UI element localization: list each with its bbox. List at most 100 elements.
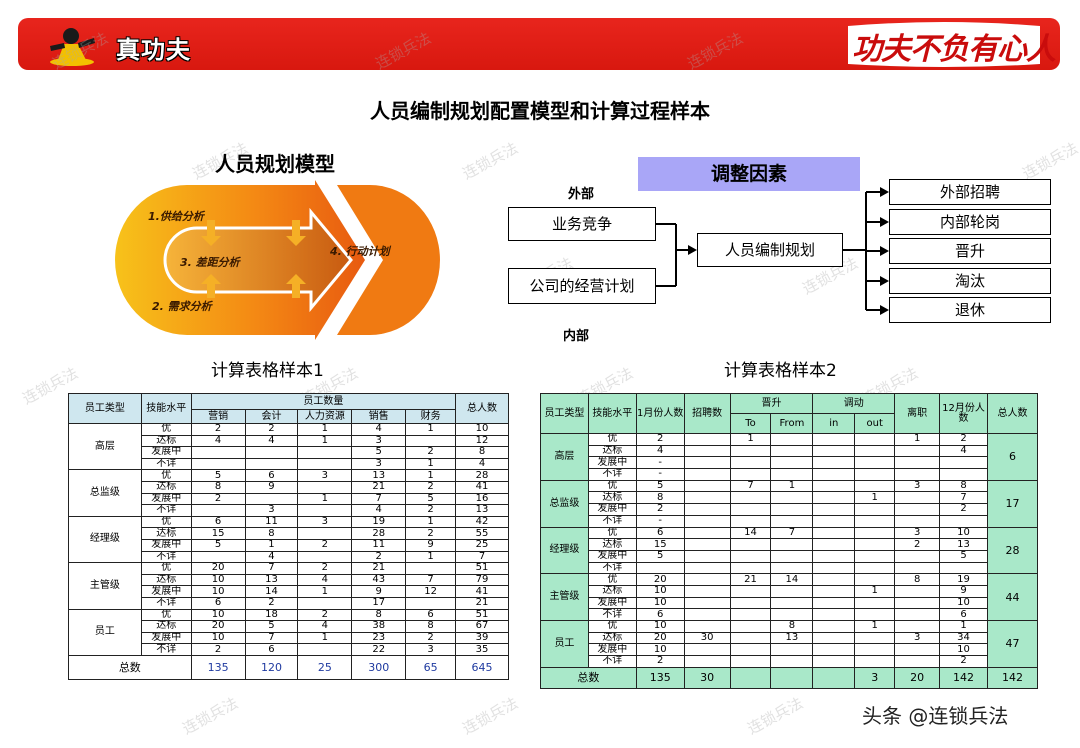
value-cell: 3	[297, 469, 353, 482]
group-total-cell: 47	[987, 620, 1038, 668]
value-cell	[297, 596, 353, 610]
value-cell: 8	[939, 479, 988, 493]
skill-level-cell: 不详	[140, 457, 192, 471]
value-cell	[812, 643, 856, 657]
input-business-competition: 业务竞争	[508, 207, 656, 241]
table2-caption: 计算表格样本2	[724, 361, 837, 381]
group-total-cell: 17	[987, 479, 1038, 528]
output-promotion: 晋升	[889, 238, 1051, 264]
col-header-in: in	[812, 413, 856, 434]
value-cell: -	[635, 456, 685, 470]
value-cell	[683, 479, 731, 493]
value-cell	[812, 596, 856, 610]
value-cell	[683, 514, 731, 528]
skill-level-cell: 发展中	[587, 456, 637, 470]
col-header-dec: 12月份人数	[939, 393, 988, 434]
value-cell: 7	[244, 562, 299, 575]
skill-level-cell: 达标	[140, 434, 192, 448]
value-cell: 9	[351, 585, 407, 598]
value-cell: 19	[351, 515, 407, 529]
value-cell: 2	[405, 504, 457, 517]
watermark: 连锁兵法	[1019, 138, 1080, 183]
value-cell: 3	[894, 631, 941, 645]
value-cell: 1	[729, 433, 772, 446]
col-header-hr: 人力资源	[297, 409, 353, 424]
skill-level-cell: 发展中	[587, 503, 637, 516]
value-cell	[683, 433, 731, 446]
col-header-level: 技能水平	[587, 393, 637, 434]
value-cell: 6	[939, 608, 988, 621]
value-cell	[854, 456, 896, 470]
skill-level-cell: 不详	[587, 514, 637, 528]
row-total-cell: 10	[455, 423, 509, 436]
value-cell	[683, 655, 731, 668]
value-cell: 7	[405, 573, 457, 587]
skill-level-cell: 达标	[587, 538, 637, 551]
value-cell	[683, 444, 731, 458]
value-cell	[854, 643, 896, 657]
value-cell	[729, 643, 772, 657]
value-cell	[894, 655, 941, 668]
value-cell: 7	[939, 491, 988, 505]
value-cell: 9	[244, 480, 299, 494]
value-cell	[854, 631, 896, 645]
value-cell	[683, 549, 731, 563]
row-total-cell: 55	[455, 527, 509, 540]
value-cell	[939, 561, 988, 575]
employee-type-cell: 员工	[540, 620, 589, 668]
value-cell	[770, 538, 814, 551]
row-total-cell: 79	[455, 573, 509, 587]
factors-title: 调整因素	[638, 157, 860, 191]
value-cell	[405, 434, 457, 448]
value-cell	[729, 596, 772, 610]
skill-level-cell: 发展中	[587, 549, 637, 563]
value-cell	[770, 584, 814, 598]
value-cell	[729, 491, 772, 505]
value-cell: -	[635, 514, 685, 528]
value-cell: 14	[244, 585, 299, 598]
total-label: 总数	[68, 654, 192, 680]
value-cell	[683, 573, 731, 586]
output-external-recruit: 外部招聘	[889, 179, 1051, 205]
employee-type-cell: 主管级	[540, 573, 589, 621]
row-total-cell: 39	[455, 631, 509, 645]
value-cell: 6	[190, 596, 246, 610]
col-header-marketing: 营销	[190, 409, 246, 424]
value-cell: 10	[635, 584, 685, 598]
source-credit: 头条 @连锁兵法	[862, 704, 1009, 728]
skill-level-cell: 达标	[140, 480, 192, 494]
grand-total-cell: 645	[455, 654, 509, 680]
col-header-level: 技能水平	[140, 393, 192, 424]
skill-level-cell: 不详	[140, 596, 192, 610]
value-cell: 5	[405, 492, 457, 506]
value-cell: 13	[351, 469, 407, 482]
value-cell: 2	[405, 446, 457, 459]
value-cell: 1	[405, 457, 457, 471]
value-cell: 4	[244, 434, 299, 448]
col-header-sales: 销售	[351, 409, 407, 424]
value-cell	[770, 491, 814, 505]
skill-level-cell: 发展中	[140, 631, 192, 645]
value-cell: 10	[190, 608, 246, 622]
external-label: 外部	[568, 187, 595, 202]
value-cell	[729, 584, 772, 598]
value-cell: 15	[635, 538, 685, 551]
group-total-cell: 44	[987, 573, 1038, 621]
value-cell	[894, 584, 941, 598]
output-elimination: 淘汰	[889, 268, 1051, 294]
value-cell	[729, 620, 772, 633]
value-cell	[854, 573, 896, 586]
total-cell: 300	[351, 654, 407, 680]
kungfu-figure-icon	[50, 28, 95, 66]
